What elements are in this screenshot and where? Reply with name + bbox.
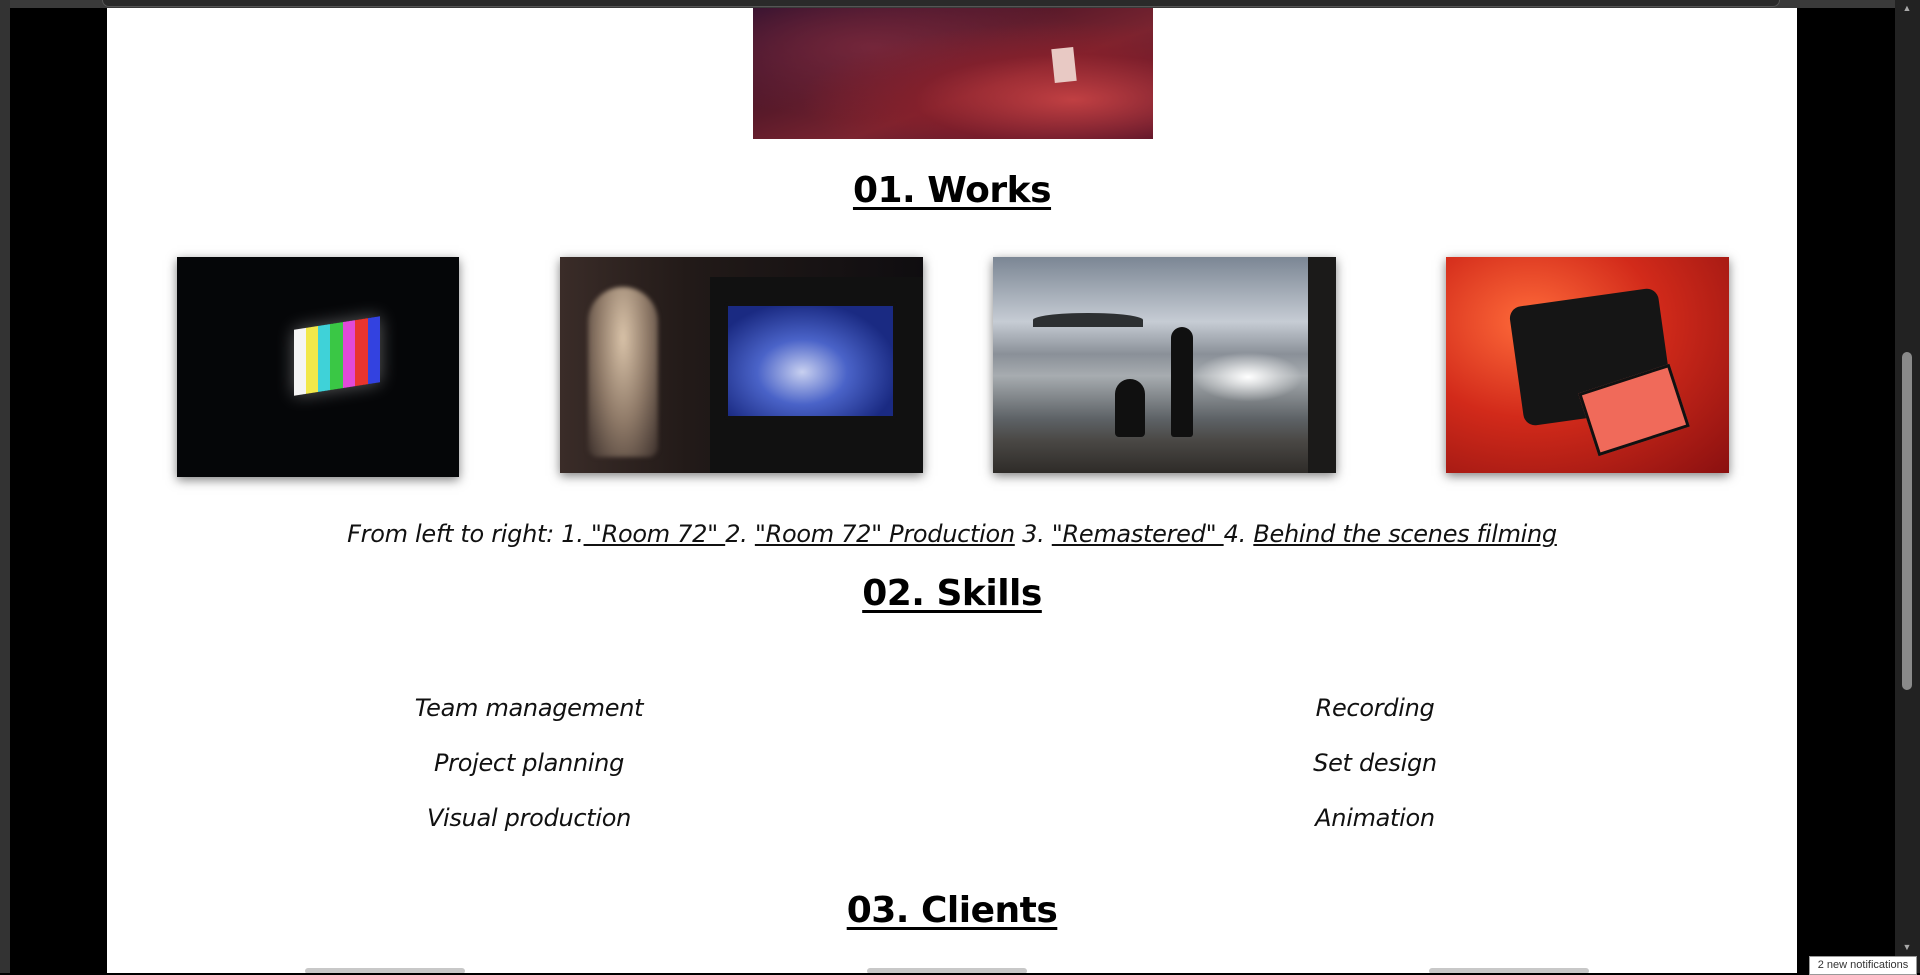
skill-item: Set design [1313,749,1437,777]
caption-intro: From left to right: 1. [347,520,584,548]
color-bars-image [294,316,380,396]
caption-sep-2: 2. [725,520,748,548]
remastered-link[interactable]: "Remastered" [1051,520,1224,548]
rock-edge [1308,257,1336,473]
sitting-figure [1115,379,1145,437]
client-logo [1429,968,1589,973]
scroll-up-arrow-icon[interactable]: ▲ [1902,3,1912,13]
client-logo [867,968,1027,973]
skill-item: Visual production [426,804,632,832]
sun-glare [1193,352,1303,402]
room-72-link[interactable]: "Room 72" [583,520,726,548]
room-72-photo[interactable] [177,257,459,477]
works-caption: From left to right: 1. "Room 72" 2. "Roo… [107,520,1797,548]
remastered-photo[interactable] [993,257,1336,473]
notifications-badge[interactable]: 2 new notifications [1809,956,1917,975]
standing-figure [1171,327,1193,437]
works-heading: 01. Works [852,170,1052,211]
caption-sep-3: 3. [1014,520,1045,548]
right-frame-margin [1797,8,1895,973]
clients-heading: 03. Clients [846,890,1058,931]
hero-photo [753,8,1153,139]
client-logo [305,968,465,973]
behind-the-scenes-link[interactable]: Behind the scenes filming [1253,520,1557,548]
scroll-down-arrow-icon[interactable]: ▼ [1902,942,1912,952]
skill-item: Project planning [433,749,625,777]
skill-item: Recording [1315,694,1435,722]
caption-sep-4: 4. [1223,520,1247,548]
behind-the-scenes-photo[interactable] [1446,257,1729,473]
skill-item: Team management [414,694,644,722]
tab-strip [102,0,1780,7]
room-72-production-link[interactable]: "Room 72" Production [754,520,1015,548]
left-frame-edge [0,0,10,973]
blurred-person-image [588,287,658,457]
page-content: 01. Works From left to right: 1. "Room 7… [107,8,1797,973]
browser-top-bar [0,0,1920,8]
room-72-production-photo[interactable] [560,257,923,473]
skills-heading: 02. Skills [862,573,1042,614]
skill-item: Animation [1315,804,1435,832]
hero-photo-badge [1051,46,1077,84]
camera-monitor-screen [724,302,897,420]
scrollbar-thumb[interactable] [1902,352,1912,690]
island-silhouette [1033,313,1143,327]
